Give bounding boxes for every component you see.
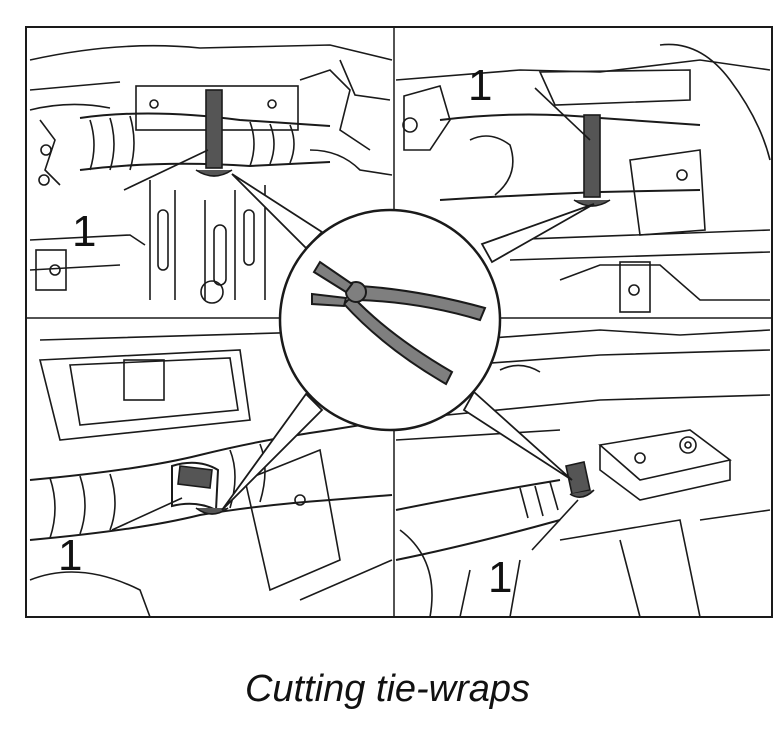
callout-top-right: 1 [468,61,492,110]
callout-bottom-right: 1 [488,553,512,602]
inset-circle [278,208,502,432]
panel-bottom-left [29,329,393,618]
callout-top-left: 1 [72,207,96,256]
panel-top-left [29,44,393,304]
panel-top-right [395,43,771,313]
pointer-beams [221,173,595,511]
pliers-inset [278,208,502,432]
figure-caption: Cutting tie-wraps [244,668,531,710]
side-cutter-pliers-icon [311,260,487,386]
callout-bottom-left: 1 [58,531,82,580]
